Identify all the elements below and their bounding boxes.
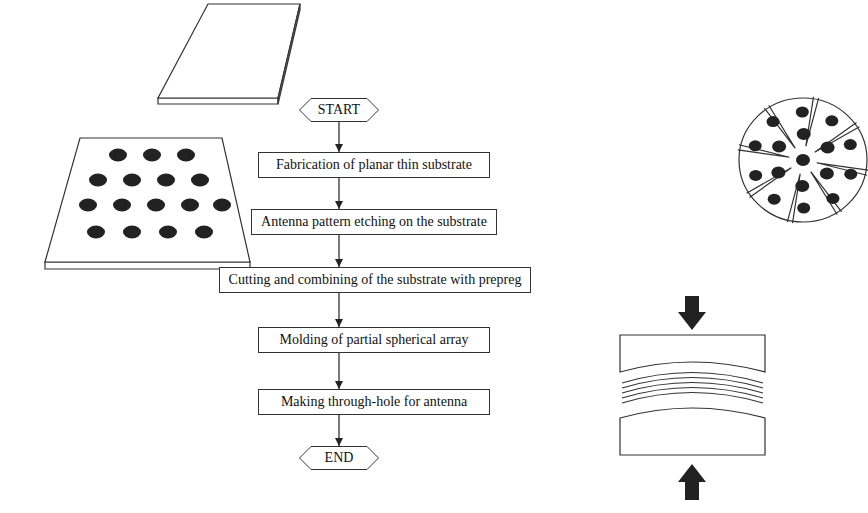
- antenna-element: [159, 226, 177, 239]
- antenna-element: [213, 199, 231, 212]
- antenna-element: [87, 226, 105, 239]
- antenna-element: [772, 140, 786, 152]
- node-label: Making through-hole for antenna: [281, 394, 467, 409]
- antenna-element: [844, 139, 857, 150]
- antenna-element: [113, 199, 131, 212]
- node-label: END: [325, 450, 354, 465]
- substrate-side: [278, 4, 300, 104]
- disc-outline: [739, 98, 867, 222]
- process-box: Fabrication of planar thin substrate: [258, 152, 490, 178]
- node-label: Cutting and combining of the substrate w…: [229, 272, 522, 287]
- terminal-node: START: [299, 98, 379, 122]
- antenna-element: [123, 226, 141, 239]
- antenna-element: [825, 115, 838, 126]
- node-label: Molding of partial spherical array: [280, 332, 469, 347]
- flow-arrow: [338, 178, 339, 209]
- antenna-element: [749, 140, 762, 151]
- terminal-shape: [300, 99, 379, 122]
- antenna-element: [797, 202, 810, 213]
- antenna-element: [771, 166, 785, 178]
- terminal-node: END: [299, 446, 379, 470]
- prepreg-layer: [622, 393, 763, 404]
- antenna-element: [795, 180, 809, 192]
- antenna-element: [796, 107, 809, 118]
- cut-substrate-disc: [738, 97, 868, 223]
- node-label: Fabrication of planar thin substrate: [276, 157, 472, 172]
- antenna-element: [821, 142, 835, 154]
- process-box: Cutting and combining of the substrate w…: [219, 267, 532, 293]
- antenna-element: [181, 199, 199, 212]
- antenna-element: [195, 226, 213, 239]
- flow-arrow: [338, 353, 339, 389]
- antenna-element: [89, 174, 107, 187]
- mold-press: [620, 296, 765, 500]
- process-box: Molding of partial spherical array: [258, 327, 490, 353]
- antenna-element: [109, 149, 127, 162]
- substrate-edge: [158, 98, 278, 104]
- antenna-element: [820, 168, 834, 180]
- antenna-element: [826, 193, 839, 204]
- substrate-face: [158, 4, 300, 98]
- antenna-element: [796, 154, 810, 166]
- antenna-element: [749, 170, 762, 181]
- antenna-element: [844, 169, 857, 180]
- antenna-element: [147, 199, 165, 212]
- process-box: Making through-hole for antenna: [258, 389, 490, 415]
- antenna-element: [177, 149, 195, 162]
- antenna-element: [797, 128, 811, 140]
- flow-arrow: [338, 293, 339, 327]
- blank-substrate: [158, 4, 300, 104]
- lower-die: [620, 408, 765, 455]
- antenna-element: [767, 116, 780, 127]
- press-arrow: [678, 464, 706, 500]
- antenna-element: [157, 174, 175, 187]
- node-label: Antenna pattern etching on the substrate: [261, 214, 487, 229]
- flow-arrow: [338, 122, 339, 152]
- upper-die: [620, 335, 765, 372]
- node-label: START: [318, 102, 360, 117]
- flow-arrow: [338, 415, 339, 446]
- terminal-shape: [300, 447, 379, 470]
- antenna-element: [191, 174, 209, 187]
- press-arrow: [678, 296, 706, 330]
- antenna-element: [143, 149, 161, 162]
- flow-arrow: [338, 235, 339, 267]
- substrate-face: [45, 138, 250, 262]
- antenna-element: [123, 174, 141, 187]
- antenna-element: [768, 194, 781, 205]
- etched-substrate: [45, 138, 250, 269]
- process-box: Antenna pattern etching on the substrate: [251, 209, 497, 235]
- antenna-element: [79, 199, 97, 212]
